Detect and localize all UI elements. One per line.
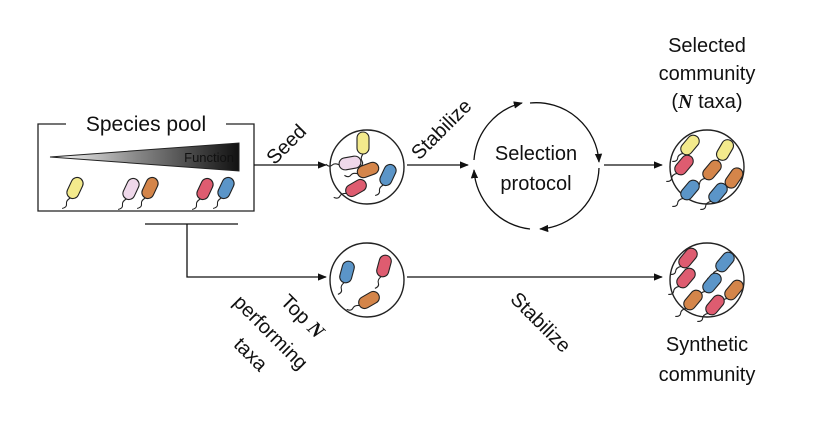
bacterium-icon bbox=[670, 247, 698, 276]
bacterium-icon bbox=[356, 131, 370, 168]
selection-cycle: Selection protocol bbox=[470, 101, 603, 233]
stabilize-bottom-label: Stabilize bbox=[506, 288, 575, 357]
bacterium-icon bbox=[700, 182, 728, 211]
selection-label-line2: protocol bbox=[500, 173, 571, 195]
pool-yellow-bacterium-icon bbox=[62, 176, 84, 210]
bacterium-icon bbox=[675, 289, 703, 318]
bacterium-icon bbox=[666, 154, 694, 183]
bacterium-icon bbox=[346, 290, 380, 311]
function-gradient bbox=[49, 142, 240, 172]
stabilize-top-label: Stabilize bbox=[407, 95, 476, 164]
bacterium-icon bbox=[672, 134, 700, 163]
bacterium-icon bbox=[325, 155, 362, 171]
species-pool-title: Species pool bbox=[86, 113, 206, 136]
synthetic-community-line2: community bbox=[659, 364, 756, 386]
pool-orange-bacterium-icon bbox=[137, 176, 159, 210]
bacterium-icon bbox=[374, 254, 392, 289]
bacterium-icon bbox=[697, 294, 725, 323]
top-n-arrow bbox=[186, 224, 327, 281]
selected-community-line3: (N taxa) bbox=[671, 91, 742, 113]
top-n-community-species bbox=[337, 254, 392, 311]
seeded-community-species bbox=[325, 131, 397, 199]
function-label: Function bbox=[184, 150, 234, 165]
selected-community-line2: community bbox=[659, 63, 756, 85]
selection-label-line1: Selection bbox=[495, 143, 577, 165]
bacterium-icon bbox=[337, 260, 355, 295]
synthetic-community-species bbox=[668, 247, 744, 323]
bacterium-icon bbox=[668, 267, 696, 296]
pool-red-bacterium-icon bbox=[192, 177, 214, 211]
species-pool-box: Species pool Function bbox=[37, 113, 255, 212]
selected-community-line1: Selected bbox=[668, 35, 746, 57]
bacterium-icon bbox=[344, 161, 380, 179]
bacterium-icon bbox=[333, 178, 367, 199]
pool-blue-bacterium-icon bbox=[213, 176, 235, 210]
bacterium-icon bbox=[672, 179, 700, 208]
pool-species-group bbox=[62, 176, 235, 211]
seed-label: Seed bbox=[262, 120, 311, 169]
bacterium-icon bbox=[375, 163, 397, 197]
selected-community-species bbox=[666, 134, 744, 211]
pool-pink-bacterium-icon bbox=[118, 177, 140, 211]
synthetic-community-line1: Synthetic bbox=[666, 334, 748, 356]
